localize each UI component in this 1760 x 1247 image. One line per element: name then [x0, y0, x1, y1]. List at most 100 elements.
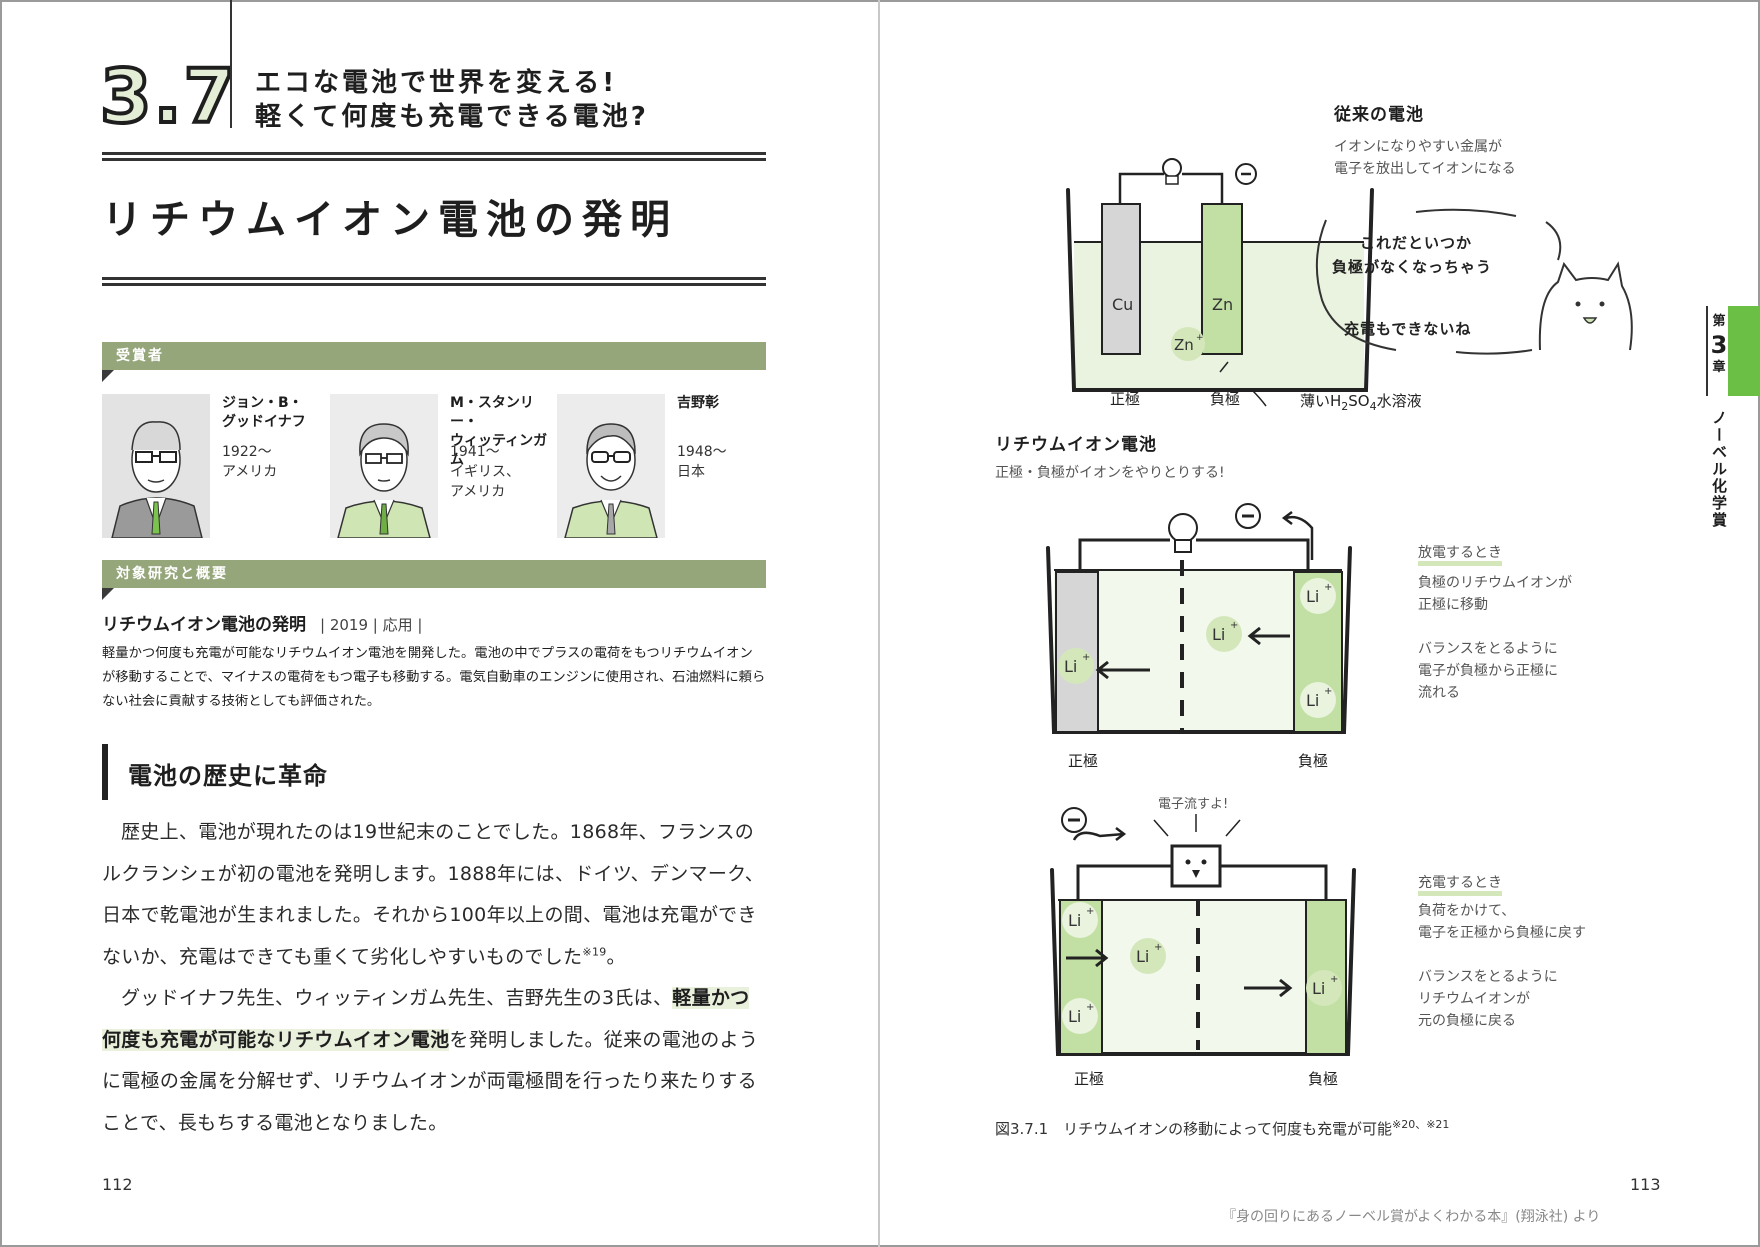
laureate-name: ジョン・B・ グッドイナフ — [222, 394, 332, 432]
laureate-name-line2: グッドイナフ — [222, 414, 306, 430]
laureate-info: 1941〜 イギリス、 アメリカ — [450, 442, 560, 502]
portrait-whittingham — [330, 394, 438, 538]
charge-label-negative: 負極 — [1308, 1070, 1339, 1088]
laureate-name-line1: ジョン・B・ — [222, 395, 303, 411]
title-rule-top — [102, 152, 766, 161]
label-negative: 負極 — [1210, 390, 1241, 408]
laureate-info: 1922〜 アメリカ — [222, 442, 332, 482]
svg-text:Li: Li — [1306, 691, 1319, 710]
research-abstract: 軽量かつ何度も充電が可能なリチウムイオン電池を開発した。電池の中でプラスの電荷を… — [102, 646, 766, 709]
discharge-desc-line4: 電子が負極から正極に — [1418, 663, 1558, 679]
paragraph-2: グッドイナフ先生、ウィッティンガム先生、吉野先生の3氏は、軽量かつ何度も充電が可… — [102, 978, 768, 1144]
charge-title-text: 充電するとき — [1418, 875, 1502, 896]
svg-text:Li: Li — [1064, 657, 1077, 676]
figure-note: ※20、※21 — [1391, 1118, 1450, 1131]
paragraph-1-text: 歴史上、電池が現れたのは19世紀末のことでした。1868年、フランスのルクランシ… — [102, 821, 765, 968]
discharge-desc-line1: 負極のリチウムイオンが — [1418, 575, 1572, 591]
electrolyte-text-b: SO — [1348, 392, 1370, 410]
paragraph-2-text-b: を発明しました。従来の電池のように電極の金属を分解せず、リチウムイオンが両電極間… — [102, 1028, 759, 1134]
laureate-name-line1: M・スタンリー・ — [450, 395, 534, 430]
discharge-desc-line2: 正極に移動 — [1418, 597, 1488, 613]
laureate-born: 1922〜 — [222, 444, 272, 460]
svg-text:Li: Li — [1136, 947, 1149, 966]
conventional-battery-diagram: Cu Zn Zn + — [1066, 158, 1374, 407]
svg-text:Li: Li — [1212, 625, 1225, 644]
laureate-country-2: アメリカ — [450, 484, 506, 500]
electrolyte-label: 薄いH2SO4水溶液 — [1300, 390, 1422, 412]
electrolyte-text-a: 薄いH — [1300, 392, 1342, 410]
svg-text:Li: Li — [1068, 1007, 1081, 1026]
label-zn-ion: Zn — [1174, 336, 1194, 354]
charge-desc-line5: 元の負極に戻る — [1418, 1013, 1516, 1029]
li-ion: Li + — [1058, 648, 1094, 684]
svg-text:+: + — [1230, 620, 1238, 631]
section-title-line1: エコな電池で世界を変える! — [255, 68, 618, 98]
research-title: リチウムイオン電池の発明 — [102, 615, 306, 635]
chapter-suffix: 章 — [1712, 360, 1726, 375]
li-ion: Li + — [1300, 578, 1336, 614]
svg-text:Li: Li — [1068, 911, 1081, 930]
charge-desc-line1: 負荷をかけて、 — [1418, 903, 1516, 919]
charge-desc-line2: 電子を正極から負極に戻す — [1418, 925, 1586, 941]
research-line: リチウムイオン電池の発明 | 2019 | 応用 | — [102, 610, 422, 635]
charge-bubble: 電子流すよ! — [1158, 797, 1229, 812]
svg-text:+: + — [1324, 582, 1332, 593]
laureate-born: 1941〜 — [450, 444, 500, 460]
label-positive: 正極 — [1110, 390, 1141, 408]
discharge-title: 放電するとき — [1418, 542, 1502, 566]
page-gutter — [878, 0, 880, 1247]
page-number-left: 112 — [102, 1175, 133, 1194]
li-ion: Li + — [1062, 902, 1098, 938]
zn-ion: Zn + — [1171, 327, 1205, 361]
discharge-diagram: Li + Li + Li + Li + — [1046, 503, 1352, 734]
chapter-number: 3 — [1710, 331, 1728, 359]
li-ion: Li + — [1300, 682, 1336, 718]
svg-text:+: + — [1330, 974, 1338, 985]
conventional-desc-line1: イオンになりやすい金属が — [1334, 139, 1502, 155]
charge-desc: 負荷をかけて、 電子を正極から負極に戻す バランスをとるように リチウムイオンが… — [1418, 900, 1586, 1032]
laureate-card: M・スタンリー・ ウィッティンガム 1941〜 イギリス、 アメリカ — [330, 394, 550, 538]
label-zn: Zn — [1212, 295, 1233, 314]
electrolyte-sub1: 2 — [1341, 400, 1349, 413]
liion-title: リチウムイオン電池 — [995, 435, 1157, 455]
figure-caption-text: 図3.7.1 リチウムイオンの移動によって何度も充電が可能 — [995, 1120, 1392, 1138]
conventional-desc: イオンになりやすい金属が 電子を放出してイオンになる — [1334, 136, 1516, 180]
laureate-country: イギリス、 — [450, 464, 520, 480]
svg-text:Li: Li — [1306, 587, 1319, 606]
section-title-line2: 軽くて何度も充電できる電池? — [255, 102, 649, 132]
conventional-desc-line2: 電子を放出してイオンになる — [1334, 161, 1516, 177]
svg-text:+: + — [1086, 1002, 1094, 1013]
li-ion: Li + — [1062, 998, 1098, 1034]
li-ion: Li + — [1206, 616, 1242, 652]
section-divider — [230, 0, 232, 128]
electrolyte-text-c: 水溶液 — [1376, 392, 1422, 410]
cat-speech-3: 充電もできないね — [1344, 320, 1472, 338]
laureate-born: 1948〜 — [677, 444, 727, 460]
laureates-heading: 受賞者 — [102, 342, 766, 382]
charge-diagram: Li + Li + Li + Li + — [1050, 807, 1356, 1056]
laureate-name: M・スタンリー・ ウィッティンガム — [450, 394, 560, 470]
title-rule-bottom — [102, 277, 766, 286]
charge-label-positive: 正極 — [1074, 1070, 1105, 1088]
research-heading: 対象研究と概要 — [102, 560, 766, 600]
discharge-desc-line5: 流れる — [1418, 685, 1460, 701]
laureate-country: 日本 — [677, 464, 705, 480]
section-title: エコな電池で世界を変える! 軽くて何度も充電できる電池? — [255, 66, 649, 134]
liion-desc: 正極・負極がイオンをやりとりする! — [995, 465, 1225, 481]
paragraph-1: 歴史上、電池が現れたのは19世紀末のことでした。1868年、フランスのルクランシ… — [102, 812, 768, 978]
footnote-ref: ※19 — [582, 945, 607, 959]
svg-text:+: + — [1324, 686, 1332, 697]
body-text: 歴史上、電池が現れたのは19世紀末のことでした。1868年、フランスのルクランシ… — [102, 812, 768, 1144]
research-meta: | 2019 | 応用 | — [320, 616, 423, 634]
speech-bubble — [1315, 208, 1633, 355]
laureate-country: アメリカ — [222, 464, 278, 480]
charge-title: 充電するとき — [1418, 872, 1502, 896]
subheading-bar — [102, 744, 108, 800]
section-number: 3.7 — [98, 54, 238, 140]
discharge-title-text: 放電するとき — [1418, 545, 1502, 566]
label-cu: Cu — [1112, 295, 1133, 314]
li-ion: Li + — [1130, 938, 1166, 974]
chapter-label: 第 3 章 — [1708, 314, 1730, 376]
cat-illustration — [1538, 261, 1633, 351]
portrait-goodenough — [102, 394, 210, 538]
